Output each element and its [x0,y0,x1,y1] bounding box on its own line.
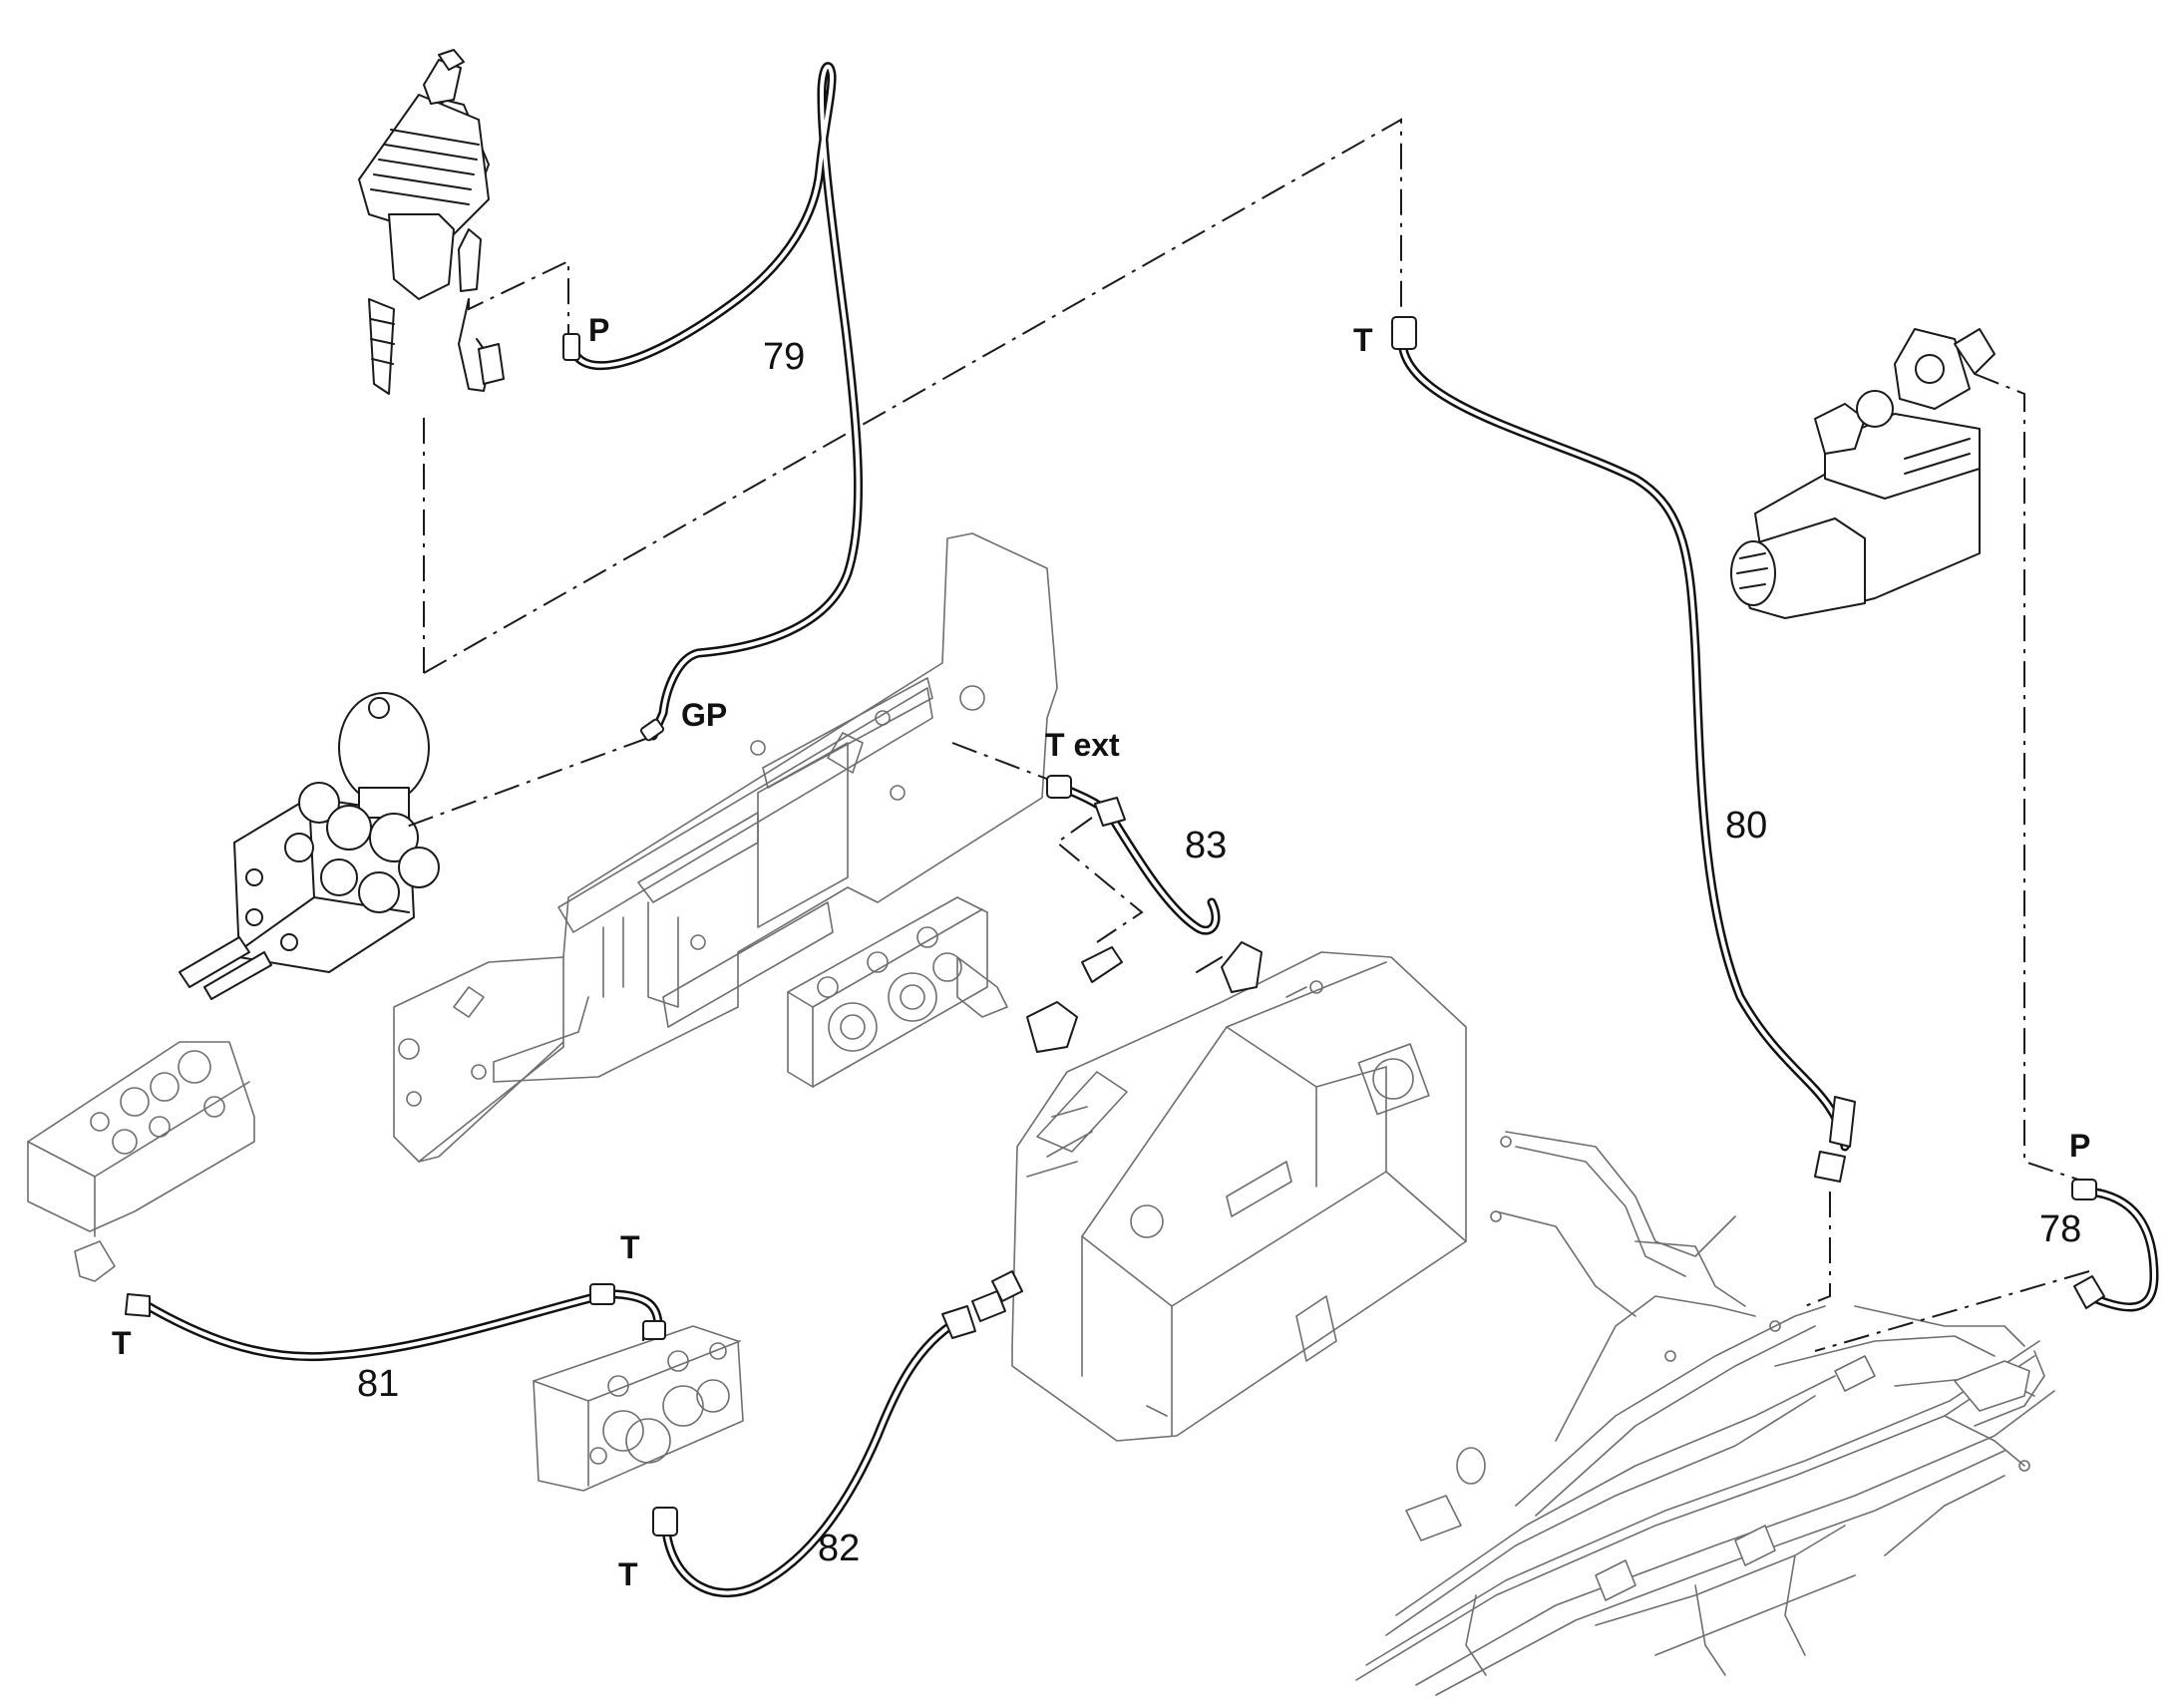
wiring-harness [1355,1131,2055,1696]
callout-80: 80 [1725,805,1767,847]
callout-78: 78 [2039,1208,2081,1250]
left-valve-block [27,1041,255,1282]
port-label-gp: GP [681,697,727,733]
port-label-t-top: T [1353,322,1373,358]
center-valve-manifold [787,896,1123,1088]
callout-81: 81 [357,1363,399,1405]
hydraulic-tank [991,941,1467,1442]
port-label-p-joystick: P [588,312,609,348]
callout-83: 83 [1185,825,1227,866]
hose-78 [2071,1179,2159,1312]
hose-80 [1391,316,1856,1183]
leader-lines [403,118,2090,1352]
joystick-component [358,49,505,395]
directional-valve-component [1730,328,1996,619]
port-label-t-left: T [112,1325,132,1361]
hose-79 [562,62,864,742]
lower-valve-block [533,1325,744,1492]
hose-81 [125,1283,666,1362]
port-label-t-bottom: T [618,1556,638,1592]
port-label-t-ext: T ext [1045,727,1120,763]
hose-83 [1046,775,1221,935]
callout-82: 82 [818,1528,860,1569]
accumulator-valve-block [179,692,440,1000]
port-label-t-mid: T [620,1229,640,1265]
callout-79: 79 [763,336,805,378]
hose-82 [652,1290,1006,1598]
port-label-p-right: P [2069,1128,2090,1164]
mounting-bracket [393,532,1058,1163]
